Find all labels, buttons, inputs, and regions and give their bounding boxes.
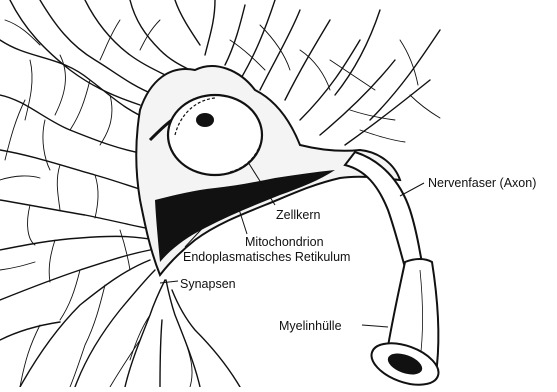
axon-label: Nervenfaser (Axon) bbox=[428, 176, 536, 190]
axon-leader bbox=[400, 183, 424, 196]
nucleolus bbox=[196, 113, 214, 127]
myelin-label: Myelinhülle bbox=[279, 319, 342, 333]
synapses-label: Synapsen bbox=[180, 277, 236, 291]
nucleus bbox=[168, 95, 262, 175]
synapses-leader bbox=[160, 281, 178, 283]
mitochondrion-label: Mitochondrion bbox=[245, 235, 324, 249]
myelin-leader bbox=[362, 325, 388, 327]
myelin-sheath bbox=[366, 259, 444, 387]
axon bbox=[345, 152, 422, 264]
nucleus-label: Zellkern bbox=[276, 208, 321, 222]
endoplasmic-reticulum-label: Endoplasmatisches Retikulum bbox=[183, 250, 350, 264]
